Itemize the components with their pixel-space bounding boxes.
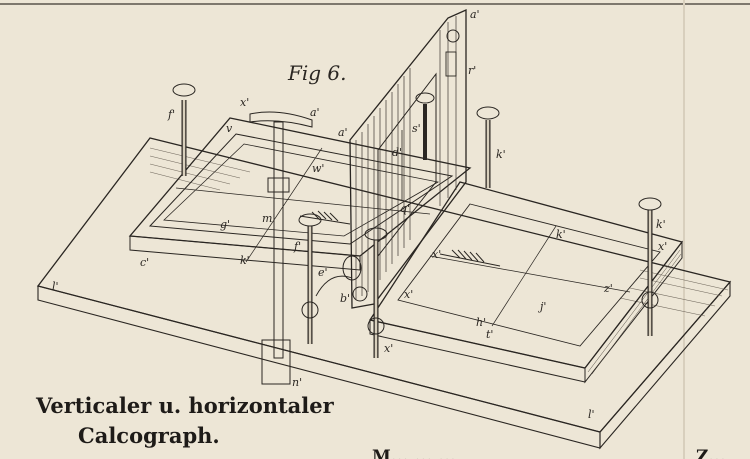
weight-block <box>445 51 457 77</box>
feather-pen-right <box>439 249 501 267</box>
label-n: n' <box>292 376 302 389</box>
label-k-far: k' <box>656 218 666 231</box>
label-w: w' <box>312 162 324 175</box>
label-h: h' <box>476 316 486 329</box>
tracing-rod <box>249 111 313 385</box>
screw-left-front <box>298 213 322 344</box>
label-k-right: k' <box>496 148 506 161</box>
label-l-left: l' <box>52 280 59 293</box>
rod-handle <box>249 111 313 128</box>
screw-left <box>172 83 196 176</box>
screw-right-back <box>476 106 500 188</box>
pulley <box>446 29 460 43</box>
label-c: c' <box>140 256 149 269</box>
label-x-far: x' <box>658 240 667 253</box>
label-x-bottom: x' <box>384 342 393 355</box>
rod-clamp <box>261 339 291 385</box>
left-frame <box>128 117 472 271</box>
label-e: e' <box>318 266 328 279</box>
screw-right-front <box>638 197 662 336</box>
left-frame-vertical-line <box>245 147 323 263</box>
label-a-mid: a' <box>338 126 348 139</box>
label-v: v <box>226 122 233 135</box>
caption-line-1: Verticaler u. horizontaler <box>35 393 335 418</box>
label-b: b' <box>340 292 350 305</box>
letter-labels: a' r' f' x' a' v a' s' d' k' w' m' g' q'… <box>52 8 667 421</box>
label-a2: a' <box>310 106 320 119</box>
label-g: g' <box>220 218 230 231</box>
feather-pen-left <box>299 210 351 225</box>
label-k-center: k' <box>556 228 566 241</box>
figure-title: Fig 6. <box>287 61 347 85</box>
hinge-assembly <box>315 255 368 302</box>
label-x-center: x' <box>432 248 441 261</box>
right-frame <box>368 181 684 384</box>
label-f-mid: f' <box>293 240 301 253</box>
label-d: d' <box>392 146 402 159</box>
screw-top-board <box>415 92 435 160</box>
screw-center-front <box>364 227 388 358</box>
right-frame-horizontal-line <box>429 255 631 293</box>
label-t: t' <box>486 328 493 341</box>
label-j: j' <box>537 300 546 313</box>
caption-line-2: Calcograph. <box>78 423 220 448</box>
label-f-left: f' <box>167 108 175 121</box>
label-z: z' <box>603 282 613 295</box>
label-r: r' <box>468 64 476 77</box>
label-x-prime: x' <box>240 96 249 109</box>
bottom-cut-text-right: Z... <box>696 447 726 459</box>
label-m: m' <box>262 212 275 225</box>
label-x-mid: x' <box>404 288 413 301</box>
label-k-mid: k' <box>240 254 250 267</box>
left-frame-horizontal-line <box>175 187 431 215</box>
bottom-cut-text-left: M... ... ... <box>372 447 456 459</box>
right-frame-vertical-line <box>491 225 557 327</box>
label-a-top: a' <box>470 8 480 21</box>
vertical-board <box>349 8 467 309</box>
label-q: q' <box>400 202 410 215</box>
label-l-bottom: l' <box>588 408 595 421</box>
label-s: s' <box>412 122 421 135</box>
